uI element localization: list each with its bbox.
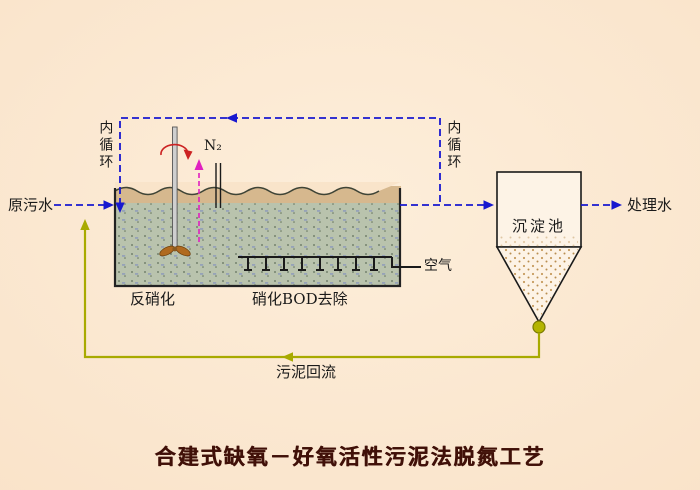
nitrogen-arrowhead (194, 159, 204, 170)
effluent-arrowhead (611, 200, 622, 210)
sludge-return-label: 污泥回流 (276, 363, 337, 381)
mixer (159, 126, 193, 257)
effluent-label: 处理水 (627, 196, 673, 214)
denitrification-label: 反硝化 (130, 290, 176, 308)
air-pipe (215, 163, 222, 208)
reactor-tank (113, 182, 402, 288)
rotation-arrowhead (183, 149, 193, 160)
settler-sludge-speckle (500, 249, 578, 319)
sludge-outlet-valve (532, 320, 546, 334)
internal-circulation-left-label: 内循环 (97, 120, 114, 171)
settler-body (496, 171, 582, 248)
influent-label: 原污水 (8, 196, 54, 214)
circulation-arrowhead-left (226, 113, 237, 123)
diagram-title: 合建式缺氧－好氧活性污泥法脱氮工艺 (154, 444, 546, 469)
internal-circulation-right-label: 内循环 (445, 120, 462, 171)
tank-to-settler-arrow (400, 200, 494, 210)
influent-arrowhead (103, 200, 114, 210)
influent-arrow (54, 200, 114, 210)
settling-tank-label: 沉淀池 (512, 217, 567, 235)
settler-inlet-arrowhead (483, 200, 494, 210)
effluent-arrow (581, 200, 622, 210)
aeration-teeth (244, 257, 378, 271)
nitrogen-gas-label: N₂ (204, 138, 222, 154)
internal-circulation-line (115, 113, 441, 213)
sludge-return-line (80, 219, 541, 362)
settler-sludge-speckle-upper (500, 236, 578, 247)
aeration-grid (238, 256, 421, 271)
mixed-liquor-speckle (115, 203, 401, 286)
air-label: 空气 (424, 258, 452, 274)
settling-tank (495, 171, 583, 334)
sludge-return-up-arrowhead (80, 219, 90, 230)
mixer-hub (172, 246, 178, 252)
rotation-arrow (160, 143, 189, 156)
air-feed-pipe (391, 257, 421, 268)
nitrification-label: 硝化BOD去除 (252, 290, 348, 308)
tank-walls (113, 188, 402, 288)
water-surface-wave (114, 186, 380, 196)
sludge-return-arrowhead (282, 352, 293, 362)
circulation-arrowhead-down (115, 202, 125, 213)
wave-mask (115, 182, 401, 195)
nitrogen-arrow (194, 159, 204, 242)
